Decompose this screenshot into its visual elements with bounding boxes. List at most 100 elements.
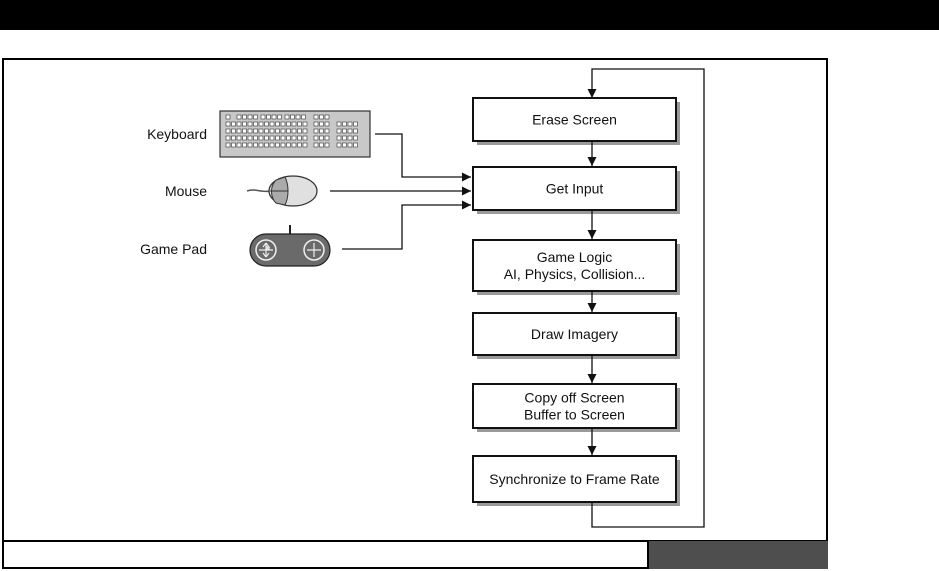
key	[225, 121, 231, 127]
key	[271, 114, 277, 120]
key	[342, 135, 347, 141]
key	[247, 121, 253, 127]
footer-divider	[2, 540, 828, 542]
key	[353, 128, 358, 134]
key	[342, 121, 347, 127]
key	[264, 121, 269, 127]
key	[347, 128, 353, 134]
key	[336, 142, 342, 148]
top-bar	[0, 0, 939, 30]
key	[269, 128, 275, 134]
footer-block	[647, 541, 828, 569]
key	[275, 142, 280, 148]
key	[269, 135, 275, 141]
gamepad-connector	[342, 200, 471, 250]
key	[284, 114, 290, 120]
key	[225, 114, 231, 120]
gamepad-icon	[249, 225, 331, 267]
key	[324, 114, 330, 120]
key	[297, 135, 302, 141]
slide-frame	[2, 58, 828, 569]
step-label: Draw Imagery	[531, 326, 618, 342]
key	[286, 135, 291, 141]
key	[286, 142, 291, 148]
key	[324, 128, 330, 134]
key	[247, 114, 253, 120]
key	[253, 128, 258, 134]
key	[264, 142, 269, 148]
key	[313, 142, 319, 148]
key	[275, 128, 280, 134]
key	[269, 142, 275, 148]
key	[319, 135, 324, 141]
loop-back-connector	[587, 68, 705, 528]
key	[336, 128, 342, 134]
key	[295, 114, 301, 120]
key	[336, 135, 342, 141]
key	[231, 128, 236, 134]
key	[313, 114, 319, 120]
key	[258, 128, 264, 134]
step-label: AI, Physics, Collision...	[504, 266, 646, 282]
key	[353, 142, 358, 148]
key	[313, 121, 319, 127]
keyboard-connector	[375, 133, 471, 182]
step-rect	[472, 97, 677, 142]
key	[236, 142, 242, 148]
key	[324, 121, 330, 127]
key	[236, 114, 242, 120]
key	[291, 142, 297, 148]
key	[324, 135, 330, 141]
key	[353, 121, 358, 127]
keyboard-icon	[219, 110, 371, 158]
key	[280, 121, 286, 127]
key	[258, 135, 264, 141]
key	[275, 121, 280, 127]
key	[225, 142, 231, 148]
key	[266, 114, 271, 120]
key	[297, 128, 302, 134]
step-rect	[472, 455, 677, 503]
key	[280, 128, 286, 134]
step-label: Synchronize to Frame Rate	[489, 471, 660, 487]
input-connectors	[330, 133, 471, 250]
key	[291, 128, 297, 134]
key	[286, 121, 291, 127]
step-label: Get Input	[546, 181, 604, 197]
key	[242, 135, 247, 141]
key	[247, 128, 253, 134]
key	[302, 121, 308, 127]
key	[319, 121, 324, 127]
step-rect	[472, 166, 677, 211]
key	[319, 142, 324, 148]
key	[231, 142, 236, 148]
key	[258, 142, 264, 148]
key	[347, 121, 353, 127]
key	[319, 128, 324, 134]
step-label: Buffer to Screen	[524, 407, 625, 423]
key	[264, 135, 269, 141]
key	[247, 135, 253, 141]
key	[253, 114, 258, 120]
key	[342, 142, 347, 148]
key	[277, 114, 282, 120]
input-label-keyboard: Keyboard	[147, 126, 207, 142]
key	[242, 128, 247, 134]
key	[291, 135, 297, 141]
key	[347, 142, 353, 148]
key	[275, 135, 280, 141]
key	[313, 135, 319, 141]
input-label-mouse: Mouse	[165, 183, 207, 199]
step-box-6: Synchronize to Frame Rate	[472, 455, 680, 506]
key	[286, 128, 291, 134]
key	[242, 142, 247, 148]
key	[225, 135, 231, 141]
key	[342, 128, 347, 134]
step-rect	[472, 383, 677, 429]
key	[231, 135, 236, 141]
mouse-icon	[246, 175, 318, 207]
key	[324, 142, 330, 148]
key	[302, 142, 308, 148]
step-box-4: Draw Imagery	[472, 312, 680, 359]
